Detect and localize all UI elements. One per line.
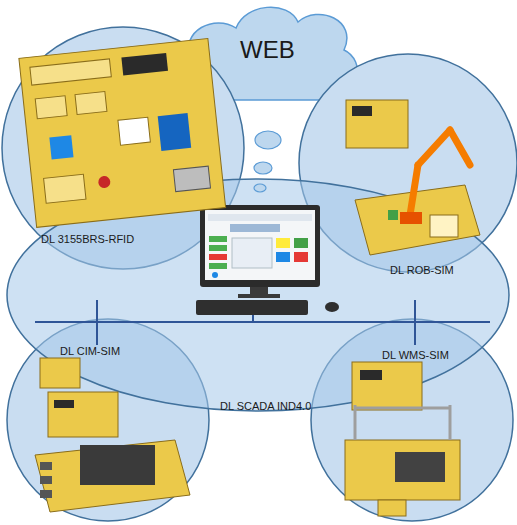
- cloud-label: WEB: [240, 36, 295, 64]
- ellipse-shape: [7, 179, 509, 411]
- circle-shape: [311, 319, 513, 521]
- module-label: DL WMS-SIM: [382, 349, 449, 361]
- module-label: DL ROB-SIM: [390, 264, 454, 276]
- module-label: DL 3155BRS-RFID: [41, 233, 134, 245]
- module-label: DL CIM-SIM: [60, 345, 120, 357]
- circle-shape: [7, 319, 209, 521]
- ellipse-outline: [6, 178, 510, 412]
- module-label: DL SCADA IND4.0: [220, 400, 311, 412]
- network-ellipse: DL SCADA IND4.0: [6, 178, 510, 412]
